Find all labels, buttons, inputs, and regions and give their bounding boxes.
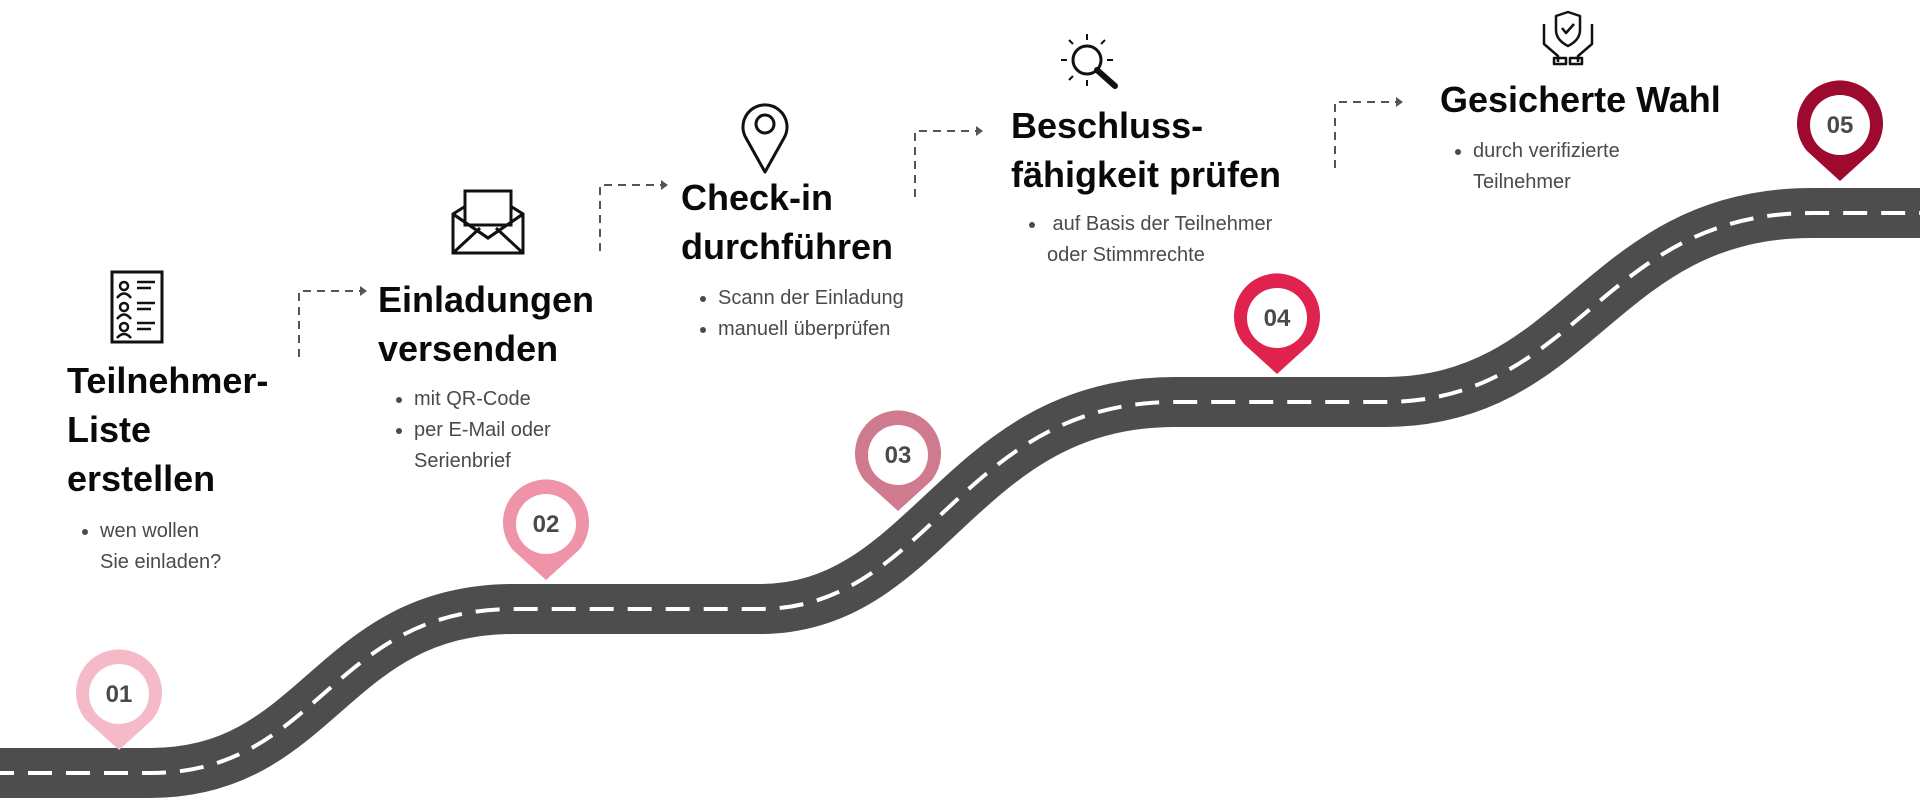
step-marker-01: 01 [75, 649, 162, 750]
dashed-arrow-2 [599, 180, 668, 251]
title-line: durchführen [681, 226, 893, 267]
step-5-title: Gesicherte Wahl [1440, 75, 1721, 124]
step-number: 03 [885, 442, 912, 469]
pin-inner-circle [1247, 288, 1307, 348]
step-4-title: Beschluss- fähigkeit prüfen [1011, 101, 1281, 199]
step-3-bullets: Scann der Einladung manuell überprüfen [698, 283, 904, 345]
pin-inner-circle [868, 425, 928, 485]
step-marker-05: 05 [1797, 80, 1883, 181]
title-line: Einladungen [378, 279, 594, 320]
step-2-title: Einladungen versenden [378, 275, 594, 373]
title-line: Check-in [681, 177, 834, 218]
step-number: 04 [1264, 305, 1291, 332]
dashed-arrow-1 [298, 286, 367, 357]
pin-inner-circle [1810, 95, 1870, 155]
step-1-title: Teilnehmer- Liste erstellen [67, 356, 268, 503]
bullet-item: manuell überprüfen [698, 314, 904, 345]
step-number: 05 [1827, 112, 1854, 139]
dashed-arrow-3 [914, 126, 983, 197]
pin-inner-circle [89, 664, 149, 724]
secure-hands-shield-icon [1542, 10, 1594, 66]
step-3-title: Check-in durchführen [681, 173, 893, 271]
pin-inner-circle [516, 494, 576, 554]
envelope-icon [451, 189, 525, 255]
bullet-item: Scann der Einladung [698, 283, 904, 314]
title-line: versenden [378, 328, 559, 369]
title-line: fähigkeit prüfen [1011, 154, 1282, 195]
location-pin-icon [741, 103, 789, 174]
dashed-arrow-4 [1334, 97, 1403, 168]
title-line: Liste [67, 409, 152, 450]
participant-list-icon [110, 270, 164, 344]
step-marker-02: 02 [503, 479, 589, 580]
step-marker-03: 03 [854, 410, 942, 511]
title-line: Teilnehmer- [67, 360, 269, 401]
title-line: Beschluss- [1011, 105, 1204, 146]
title-line: Gesicherte Wahl [1440, 79, 1721, 120]
road [0, 188, 1920, 798]
step-number: 02 [533, 511, 560, 538]
step-number: 01 [106, 681, 133, 708]
title-line: erstellen [67, 458, 216, 499]
bullet-item: mit QR-Code [394, 384, 551, 415]
magnifier-icon [1061, 34, 1118, 89]
road-lane-marking [0, 211, 1920, 775]
step-marker-04: 04 [1234, 273, 1320, 374]
